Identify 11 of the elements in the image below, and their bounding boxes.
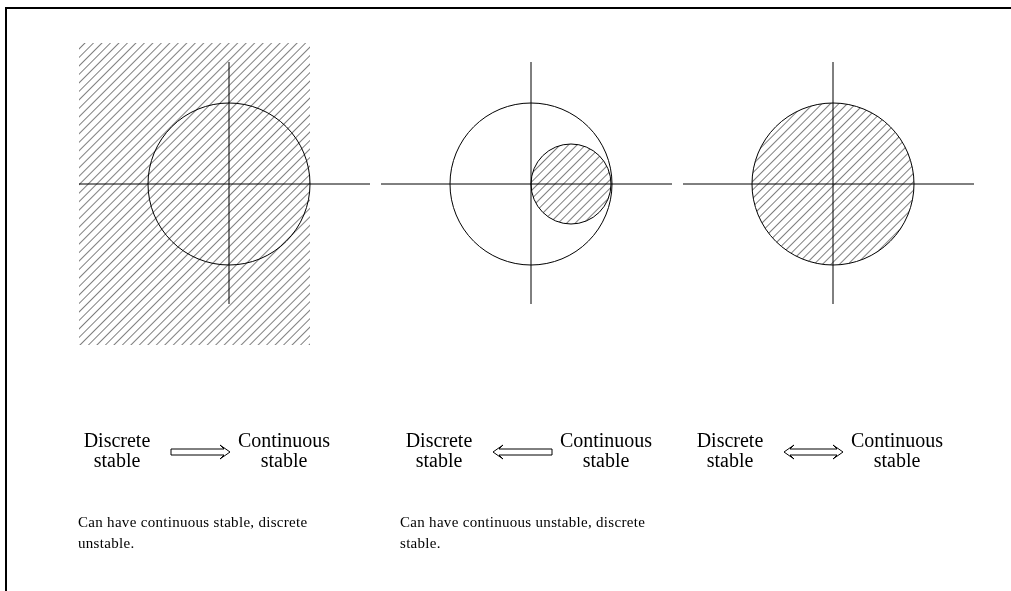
note-text: Can have continuous stable, discrete unstable.	[78, 513, 309, 553]
node-label: Discrete stable	[82, 430, 152, 470]
node-label: Continuous stable	[236, 430, 332, 470]
implication-arrow	[492, 444, 553, 460]
node-label: Continuous stable	[849, 430, 945, 470]
node-label: Discrete stable	[404, 430, 474, 470]
implication-arrow	[783, 444, 844, 460]
node-label: Discrete stable	[695, 430, 765, 470]
node-label: Continuous stable	[558, 430, 654, 470]
note-text: Can have continuous unstable, discrete stable.	[400, 513, 647, 553]
implication-arrow	[170, 444, 231, 460]
